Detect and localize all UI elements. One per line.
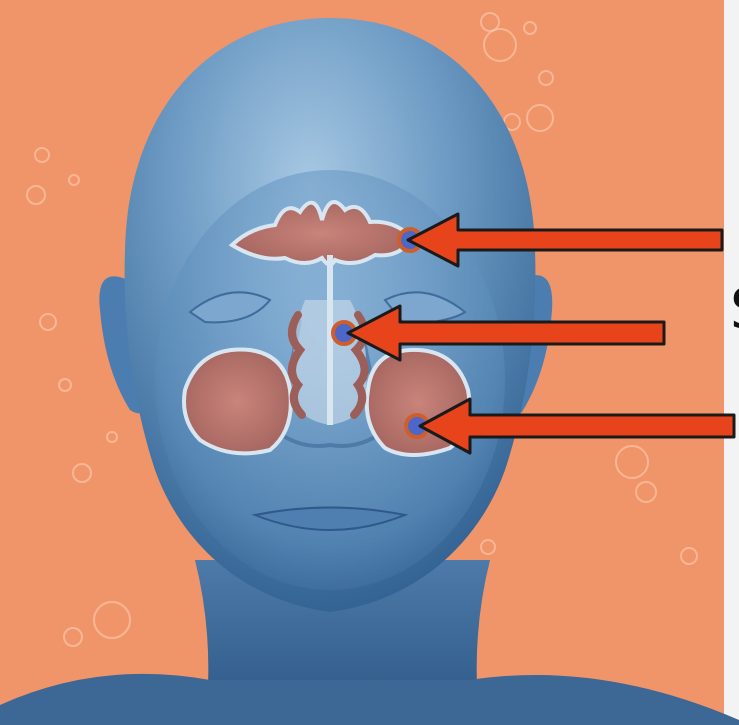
left-maxillary-sinus [184, 350, 291, 454]
right-panel [724, 0, 739, 725]
cutoff-label: S [730, 282, 739, 338]
